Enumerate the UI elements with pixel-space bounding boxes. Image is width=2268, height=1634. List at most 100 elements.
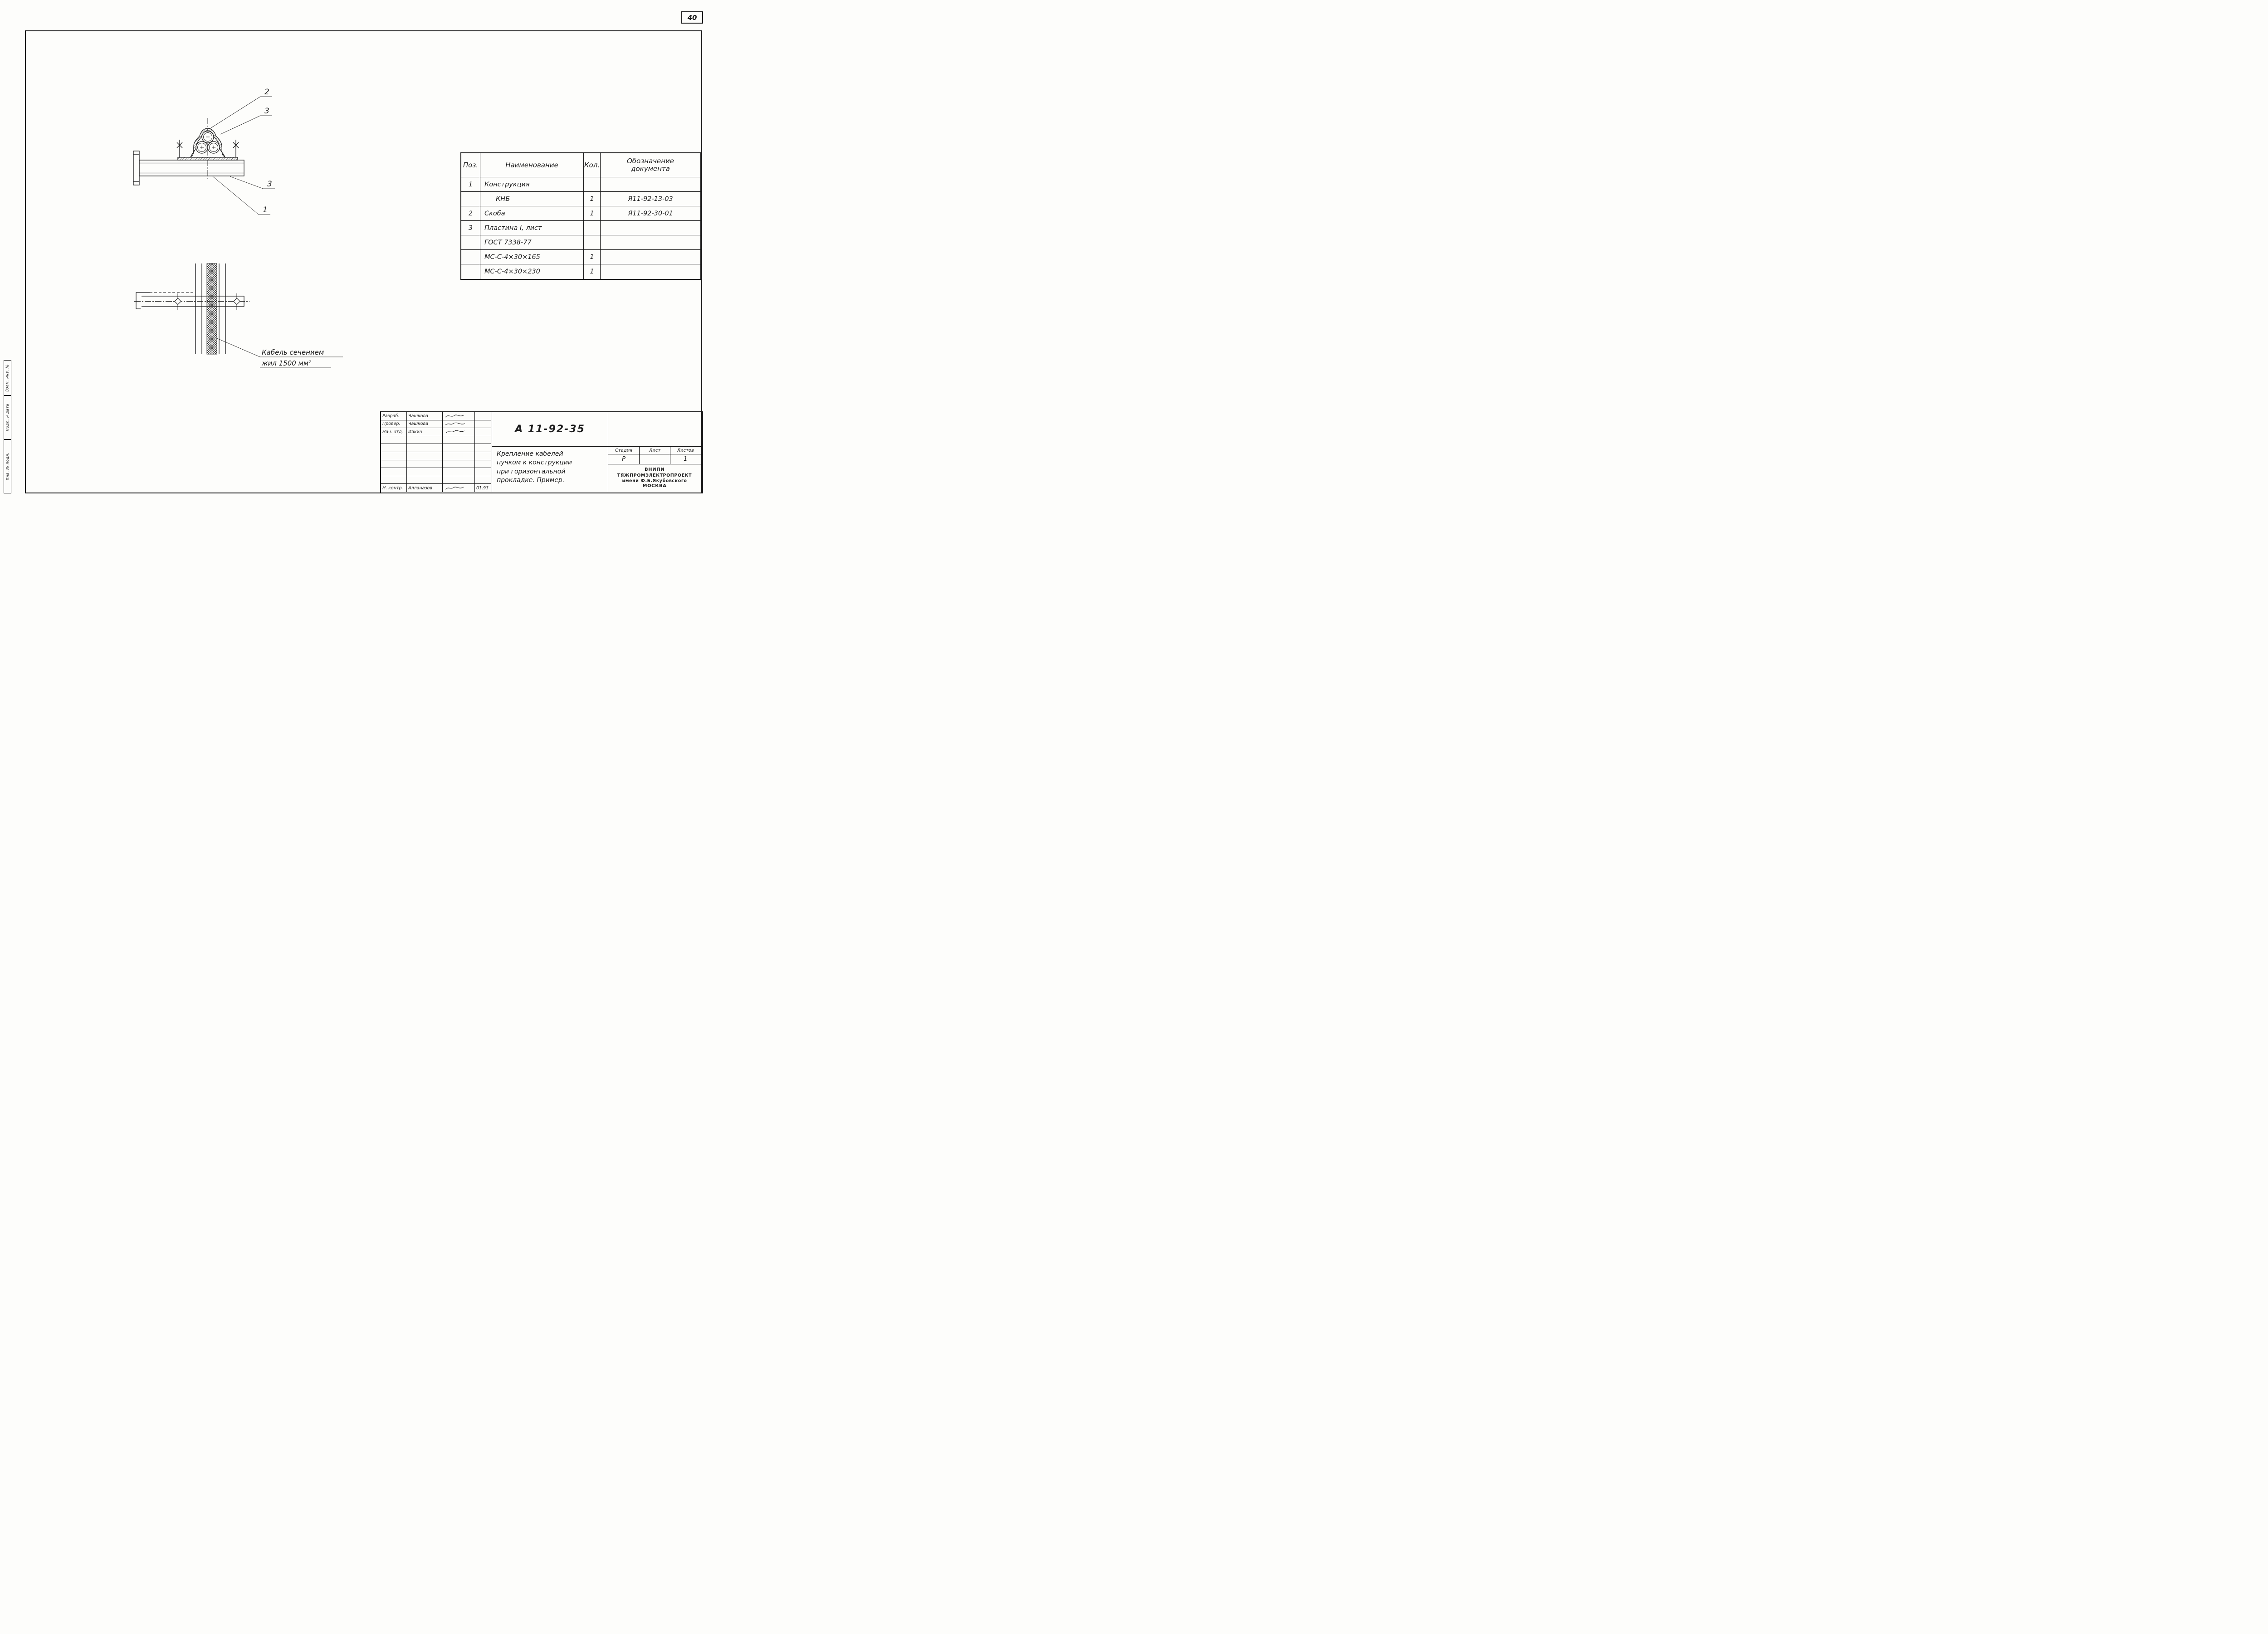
spec-cell-pos: [461, 250, 480, 264]
org-line: МОСКВА: [642, 483, 667, 489]
callout-leaders: [209, 96, 275, 215]
beam-structure-knb: [133, 151, 244, 185]
cable-note-line2: жил 1500 мм²: [261, 359, 311, 367]
spec-header-name: Наименование: [480, 153, 584, 177]
sheet-number-box: 40: [681, 11, 703, 24]
spec-cell-doc: Я11-92-13-03: [601, 192, 700, 206]
signature-scribble: [443, 420, 475, 429]
stage-value: Р: [608, 454, 640, 464]
sig-empty: [381, 476, 407, 484]
org-line: ТЯЖПРОМЭЛЕКТРОПРОЕКТ: [617, 473, 692, 478]
sig-empty: [407, 476, 443, 484]
sig-name: Ивкин: [407, 428, 443, 436]
sig-empty: [407, 468, 443, 476]
drawing-cable-plan: Кабель сечением жил 1500 мм²: [134, 263, 343, 368]
stamp-vzam-inv-label: Взам. инв. №: [5, 364, 10, 392]
cable-hatched-strip: [206, 263, 217, 355]
doc-number-cell: А 11-92-35: [492, 412, 608, 447]
sig-empty: [475, 460, 491, 468]
sheets-value: 1: [684, 456, 688, 463]
sig-empty: [443, 476, 475, 484]
sig-empty: [381, 452, 407, 460]
spec-cell-qty: [584, 221, 601, 235]
sheet-header: Лист: [640, 447, 670, 454]
cable-note-line1: Кабель сечением: [262, 348, 324, 356]
sig-empty: [443, 460, 475, 468]
sig-empty: [381, 468, 407, 476]
drawing-title: Крепление кабелей пучком к конструкции п…: [492, 447, 608, 492]
signature-grid: Разраб. Чашкова Провер. Чашкова Нач. отд…: [381, 412, 492, 492]
note-leader: [215, 337, 343, 368]
sig-empty: [475, 468, 491, 476]
spec-cell-name: Пластина I, лист: [480, 221, 584, 235]
spec-cell-pos: 1: [461, 177, 480, 192]
title-line: Крепление кабелей: [497, 450, 563, 458]
sig-empty: [443, 444, 475, 452]
spec-cell-name: ГОСТ 7338-77: [480, 235, 584, 250]
spec-cell-name: Скоба: [480, 206, 584, 221]
drawing-frame: [25, 30, 702, 493]
drawing-sheet: { "sheet": { "number": "40" }, "side_sta…: [0, 0, 712, 511]
title-block: Разраб. Чашкова Провер. Чашкова Нач. отд…: [380, 411, 703, 493]
signature-scribble: [443, 484, 475, 492]
sig-name: Чашкова: [407, 420, 443, 429]
stage-header: Стадия: [608, 447, 640, 454]
sig-empty: [407, 452, 443, 460]
spec-cell-doc: [601, 221, 700, 235]
stamp-inv-podl: Инв. № подл.: [4, 439, 11, 493]
signature-scribble: [443, 428, 475, 436]
callout-label-3-lower: 3: [267, 180, 272, 189]
cable-center-marks: [200, 137, 215, 149]
spec-cell-doc: [601, 264, 700, 279]
signature-scribble: [443, 412, 475, 420]
spec-header-doc: Обозначение документа: [601, 153, 700, 177]
sig-empty: [443, 452, 475, 460]
sig-empty: [407, 444, 443, 452]
title-block-blank-cell: [608, 412, 701, 447]
spec-cell-pos: [461, 192, 480, 206]
bolt-symbol-right: [233, 140, 239, 157]
spec-cell-pos: 2: [461, 206, 480, 221]
spec-cell-pos: [461, 264, 480, 279]
stamp-inv-podl-label: Инв. № подл.: [5, 452, 10, 481]
spec-cell-qty: 1: [584, 264, 601, 279]
org-line: ВНИПИ: [644, 467, 665, 473]
sig-date: [475, 428, 491, 436]
bolt-diamonds: [174, 298, 240, 305]
sig-empty: [443, 436, 475, 444]
sig-empty: [475, 444, 491, 452]
spec-cell-doc: Я11-92-30-01: [601, 206, 700, 221]
spec-cell-qty: 1: [584, 192, 601, 206]
sheet-value: [640, 454, 670, 464]
drawing-clamp-section: 2 3 3 1: [133, 88, 275, 215]
sig-empty: [407, 436, 443, 444]
callout-label-2: 2: [264, 88, 269, 97]
bolt-symbol-left: [176, 140, 183, 157]
angle-clip: [136, 292, 150, 309]
sheets-header: Листов: [670, 447, 701, 454]
sig-empty: [381, 436, 407, 444]
sig-name: Алланазов: [407, 484, 443, 492]
sig-empty: [475, 452, 491, 460]
organization-cell: ВНИПИ ТЯЖПРОМЭЛЕКТРОПРОЕКТ имени Ф.Б.Яку…: [608, 464, 701, 492]
sig-role: Провер.: [381, 420, 407, 429]
spec-cell-name: МС-С-4×30×165: [480, 250, 584, 264]
sig-role: Разраб.: [381, 412, 407, 420]
spec-header-qty: Кол.: [584, 153, 601, 177]
spec-cell-qty: 1: [584, 206, 601, 221]
stamp-podp-data: Подп. и дата: [4, 395, 11, 439]
sig-date: [475, 412, 491, 420]
stage-sheet-table: Стадия Лист Листов Р 1: [608, 447, 701, 464]
spec-cell-qty: [584, 235, 601, 250]
spec-cell-name: Конструкция: [480, 177, 584, 192]
org-line: имени Ф.Б.Якубовского: [622, 478, 687, 483]
sig-empty: [475, 436, 491, 444]
spec-cell-name: МС-С-4×30×230: [480, 264, 584, 279]
title-line: прокладке. Пример.: [497, 476, 565, 484]
title-line: пучком к конструкции: [497, 459, 572, 467]
sig-empty: [381, 444, 407, 452]
sig-empty: [475, 476, 491, 484]
spec-cell-doc: [601, 250, 700, 264]
sig-empty: [407, 460, 443, 468]
sig-empty: [381, 460, 407, 468]
